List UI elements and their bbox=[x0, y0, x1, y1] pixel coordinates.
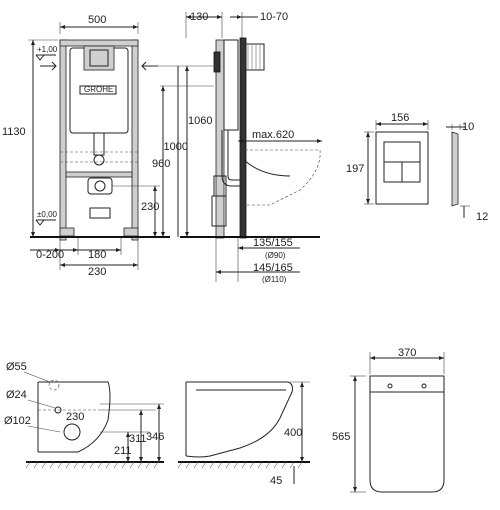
dim-1000-label: 1000 bbox=[164, 141, 188, 153]
top-offset-label: +1,00 bbox=[37, 45, 58, 54]
dim-10-70-label: 10-70 bbox=[260, 11, 288, 23]
frame-width-label: 500 bbox=[88, 14, 106, 26]
dim-145-165-label: 145/165 bbox=[253, 262, 293, 274]
dim-d55-label: Ø55 bbox=[6, 361, 27, 373]
dim-230-bowl-label: 230 bbox=[66, 411, 84, 423]
drain-height-label: 230 bbox=[141, 201, 159, 213]
bowl-profile-view: 400 45 bbox=[177, 381, 310, 487]
dim-135-155-label: 135/155 bbox=[253, 237, 293, 249]
max-620-label: max.620 bbox=[252, 129, 294, 141]
flush-plate-view: 156 197 10 12 bbox=[346, 112, 488, 223]
bowl-width-label: 370 bbox=[398, 347, 416, 359]
dim-d102-label: Ø102 bbox=[4, 415, 31, 427]
dim-230-bottom-label: 230 bbox=[88, 266, 106, 278]
dim-346-label: 346 bbox=[146, 431, 164, 443]
dim-d110-label: (Ø110) bbox=[262, 275, 287, 284]
brand-label: GROHE bbox=[84, 85, 113, 94]
front-frame-view: 500 GROHE 1130 bbox=[2, 14, 170, 278]
dim-311-label: 311 bbox=[129, 433, 147, 445]
plate-height-label: 197 bbox=[346, 163, 364, 175]
plate-bottom-label: 12 bbox=[476, 211, 488, 223]
dim-960-label: 960 bbox=[152, 158, 170, 170]
dim-d90-label: (Ø90) bbox=[265, 251, 286, 260]
dim-45-label: 45 bbox=[270, 475, 282, 487]
plate-width-label: 156 bbox=[391, 112, 409, 124]
bowl-top-view: 370 565 bbox=[332, 347, 445, 493]
frame-height-label: 1130 bbox=[2, 126, 26, 138]
dim-1060-label: 1060 bbox=[188, 115, 212, 127]
plate-depth-label: 10 bbox=[462, 121, 474, 133]
bowl-side-view: Ø55 Ø24 230 Ø102 211 3 bbox=[4, 361, 164, 469]
side-frame-view: 130 10-70 1060 1000 bbox=[150, 11, 322, 284]
dim-400-label: 400 bbox=[284, 427, 302, 439]
dim-130-label: 130 bbox=[190, 11, 208, 23]
bowl-length-label: 565 bbox=[332, 431, 350, 443]
dim-d24-label: Ø24 bbox=[6, 389, 27, 401]
dim-180-label: 180 bbox=[88, 249, 106, 261]
floor-level-label: ±0,00 bbox=[37, 210, 58, 219]
dim-211-label: 211 bbox=[114, 445, 132, 457]
offset-range-label: 0-200 bbox=[36, 249, 64, 261]
